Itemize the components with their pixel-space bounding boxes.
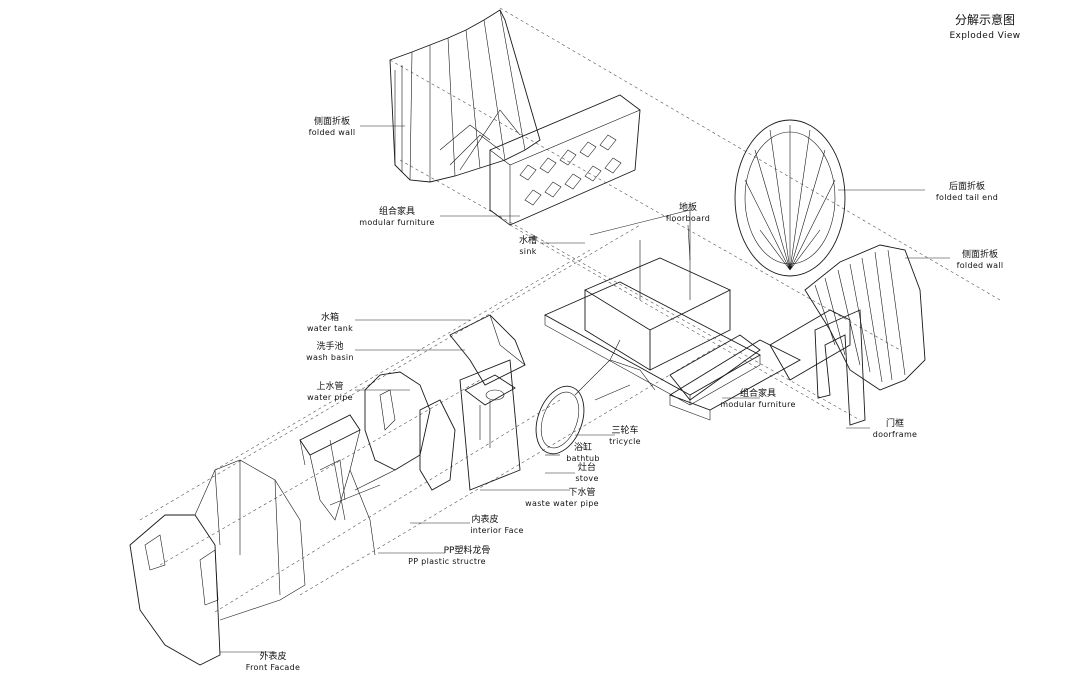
label-en: sink bbox=[519, 247, 536, 256]
title-en: Exploded View bbox=[949, 31, 1020, 41]
label-cn: 洗手池 bbox=[316, 340, 343, 352]
label-cn: 外表皮 bbox=[259, 650, 286, 662]
label-folded-tail-end: 后面折板 folded tail end bbox=[936, 180, 998, 202]
label-cn: 组合家具 bbox=[379, 205, 415, 217]
label-cn: 侧面折板 bbox=[962, 248, 998, 260]
label-stove: 灶台 stove bbox=[575, 461, 598, 483]
label-cn: 侧面折板 bbox=[314, 115, 350, 127]
label-doorframe: 门框 doorframe bbox=[873, 417, 918, 439]
right-folded-wall-shape bbox=[804, 244, 926, 391]
label-water-pipe: 上水管 water pipe bbox=[307, 380, 353, 402]
explode-axis-lines bbox=[139, 7, 1001, 613]
label-en: doorframe bbox=[873, 430, 918, 439]
leader-lines bbox=[220, 125, 950, 653]
pp-structure-shape bbox=[299, 414, 396, 556]
label-cn: 内表皮 bbox=[471, 513, 498, 525]
label-en: interior Face bbox=[470, 526, 524, 535]
label-en: stove bbox=[575, 474, 598, 483]
label-en: folded tail end bbox=[936, 193, 998, 202]
label-cn: 水箱 bbox=[321, 311, 339, 323]
label-cn: 下水管 bbox=[568, 486, 595, 498]
label-sink: 水槽 sink bbox=[519, 234, 537, 256]
label-front-facade: 外表皮 Front Facade bbox=[246, 650, 300, 672]
label-en: water pipe bbox=[307, 393, 353, 402]
diagram-title: 分解示意图 Exploded View bbox=[949, 12, 1020, 41]
label-en: Front Facade bbox=[246, 663, 300, 672]
label-en: modular furniture bbox=[359, 218, 434, 227]
label-interior-face: 内表皮 interior Face bbox=[470, 513, 524, 535]
modular-furniture-top-shape bbox=[489, 94, 641, 226]
label-floorboard: 地板 floorboard bbox=[666, 201, 710, 223]
label-cn: 后面折板 bbox=[949, 180, 985, 192]
label-en: bathtub bbox=[566, 454, 600, 463]
label-en: floorboard bbox=[666, 214, 710, 223]
label-en: wash basin bbox=[306, 353, 354, 362]
label-cn: 三轮车 bbox=[611, 424, 638, 436]
label-water-tank: 水箱 water tank bbox=[307, 311, 353, 333]
water-tank-shape bbox=[449, 314, 526, 386]
label-en: PP plastic structre bbox=[408, 557, 486, 566]
wash-basin-shape bbox=[464, 374, 516, 448]
label-wash-basin: 洗手池 wash basin bbox=[306, 340, 354, 362]
label-cn: 组合家具 bbox=[740, 387, 776, 399]
label-cn: 灶台 bbox=[578, 461, 596, 473]
label-cn: 水槽 bbox=[519, 234, 537, 246]
label-waste-water-pipe: 下水管 waste water pipe bbox=[525, 486, 599, 508]
label-en: modular furniture bbox=[720, 400, 795, 409]
label-en: folded wall bbox=[957, 261, 1004, 270]
label-modular-furniture-top: 组合家具 modular furniture bbox=[359, 205, 434, 227]
label-cn: PP塑料龙骨 bbox=[444, 544, 491, 556]
floorboard-shape bbox=[543, 209, 761, 406]
tricycle-shape bbox=[535, 334, 761, 455]
label-cn: 地板 bbox=[679, 201, 697, 213]
label-en: folded wall bbox=[309, 128, 356, 137]
label-en: tricycle bbox=[609, 437, 641, 446]
folded-tail-end-shape bbox=[734, 119, 846, 277]
front-facade-shape bbox=[129, 459, 306, 666]
label-cn: 上水管 bbox=[316, 380, 343, 392]
doorframe-shape bbox=[814, 309, 866, 426]
label-en: water tank bbox=[307, 324, 353, 333]
label-pp-plastic-structure: PP塑料龙骨 PP plastic structre bbox=[408, 544, 490, 566]
left-folded-wall-shape bbox=[389, 9, 541, 183]
label-side-folded-wall-left: 侧面折板 folded wall bbox=[309, 115, 356, 137]
label-modular-furniture-right: 组合家具 modular furniture bbox=[720, 387, 795, 409]
label-cn: 门框 bbox=[886, 417, 904, 429]
title-cn: 分解示意图 bbox=[955, 12, 1015, 27]
interior-face-shape bbox=[364, 359, 521, 491]
label-side-folded-wall-right: 侧面折板 folded wall bbox=[957, 248, 1004, 270]
label-tricycle: 三轮车 tricycle bbox=[609, 424, 641, 446]
modular-furniture-right-shape bbox=[668, 309, 851, 421]
label-bathtub: 浴缸 bathtub bbox=[566, 441, 600, 463]
label-cn: 浴缸 bbox=[574, 441, 592, 453]
label-en: waste water pipe bbox=[525, 499, 599, 508]
